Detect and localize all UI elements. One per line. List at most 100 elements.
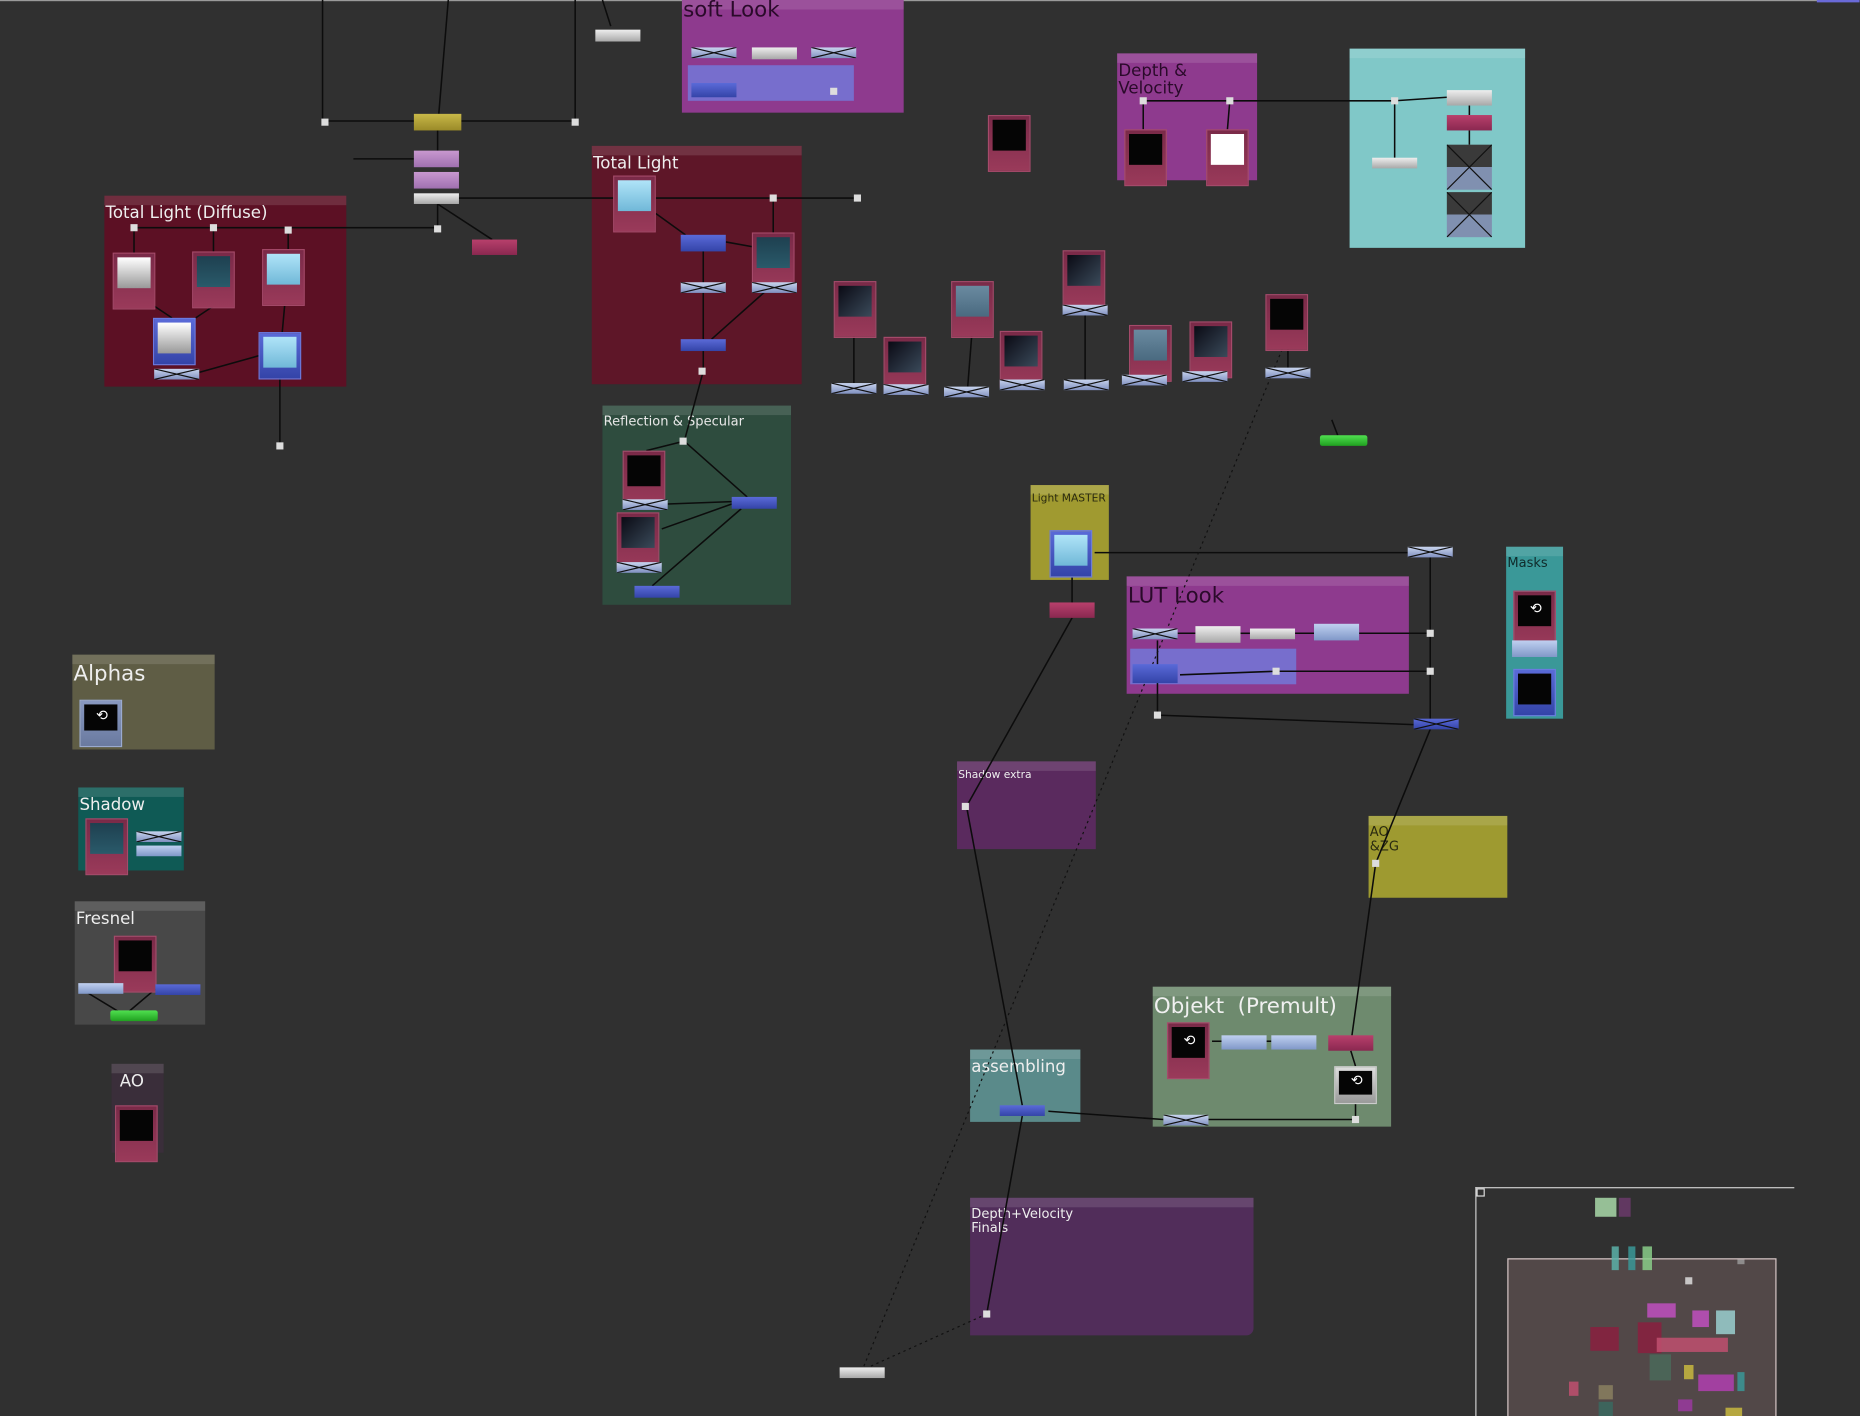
read-node[interactable]: [1189, 321, 1233, 379]
merge-node[interactable]: [811, 47, 857, 59]
dot-node[interactable]: [853, 194, 861, 202]
read-node[interactable]: [192, 251, 235, 309]
dot-node[interactable]: [1426, 667, 1434, 675]
dot-node[interactable]: [1153, 711, 1162, 719]
transform-node[interactable]: [1249, 628, 1296, 640]
merge-node[interactable]: [1062, 304, 1108, 316]
backdrop-cyan-group[interactable]: [1349, 48, 1526, 248]
dot-node[interactable]: [209, 224, 218, 232]
dot-node[interactable]: [769, 194, 777, 202]
read-node[interactable]: [112, 252, 156, 310]
read-node[interactable]: [1206, 129, 1249, 187]
merge-node[interactable]: [680, 282, 726, 293]
read-node[interactable]: [613, 175, 656, 233]
shuffle-node[interactable]: [1049, 602, 1095, 618]
shuffle-node[interactable]: [1328, 1035, 1374, 1051]
merge-node[interactable]: [1063, 379, 1109, 391]
dot-node[interactable]: [276, 442, 284, 450]
read-node[interactable]: [833, 281, 877, 338]
merge-node[interactable]: [1413, 718, 1459, 730]
merge-node[interactable]: [154, 368, 200, 380]
grade-node[interactable]: [731, 496, 777, 509]
dot-node[interactable]: [830, 87, 838, 95]
dot-node[interactable]: [284, 226, 292, 234]
transform-node[interactable]: [595, 29, 641, 42]
merge-node[interactable]: [1121, 374, 1167, 386]
grade-node[interactable]: [680, 234, 726, 252]
merge-node[interactable]: [1265, 367, 1311, 379]
transform-node[interactable]: [839, 1367, 885, 1379]
merge-node[interactable]: [1182, 371, 1228, 382]
grade-node[interactable]: [634, 585, 680, 598]
read-node[interactable]: [85, 818, 129, 876]
merge-node[interactable]: [944, 386, 990, 398]
read-node[interactable]: [1062, 250, 1106, 308]
read-node[interactable]: [1129, 324, 1172, 382]
read-node[interactable]: [258, 332, 302, 380]
read-node[interactable]: ⟲: [79, 699, 123, 748]
merge-node[interactable]: [622, 499, 668, 510]
merge-node[interactable]: [831, 383, 877, 394]
dot-node[interactable]: [1272, 667, 1280, 675]
dot-node[interactable]: [130, 224, 138, 232]
dot-node[interactable]: [1226, 97, 1234, 105]
read-node[interactable]: [616, 512, 660, 570]
transform-node[interactable]: [1446, 90, 1492, 106]
dot-node[interactable]: [961, 802, 969, 810]
filter-node[interactable]: [1512, 640, 1558, 658]
grade-node[interactable]: [691, 83, 737, 98]
read-node[interactable]: [999, 330, 1043, 388]
dot-node[interactable]: [571, 118, 579, 126]
merge-node[interactable]: [883, 384, 929, 395]
backdrop-depth-velocity-finals[interactable]: Depth+Velocity Finals: [970, 1197, 1254, 1336]
dot-node[interactable]: [1372, 859, 1380, 867]
dot-node[interactable]: [679, 437, 687, 445]
backdrop-shadow-extra[interactable]: Shadow extra: [957, 761, 1096, 850]
read-node[interactable]: [1265, 294, 1309, 352]
read-node[interactable]: [262, 249, 305, 306]
read-node[interactable]: [115, 1105, 158, 1163]
switch-node[interactable]: [413, 113, 462, 131]
transform-node[interactable]: [751, 47, 797, 60]
read-node[interactable]: [1124, 129, 1167, 187]
merge-node[interactable]: [136, 831, 182, 843]
merge-node[interactable]: [1132, 628, 1178, 640]
dot-node[interactable]: [1351, 1115, 1360, 1124]
filter-node[interactable]: [1271, 1035, 1317, 1050]
dot-node[interactable]: [698, 367, 706, 375]
disabled-node[interactable]: [1446, 144, 1492, 190]
grade-node[interactable]: [1132, 664, 1178, 684]
filter-node[interactable]: [78, 983, 124, 994]
read-node[interactable]: [1049, 530, 1093, 578]
transform-node[interactable]: [413, 193, 459, 204]
filter-node[interactable]: [1221, 1035, 1267, 1050]
color-node[interactable]: [413, 171, 459, 189]
read-node[interactable]: [622, 450, 666, 508]
merge-node[interactable]: [1407, 546, 1453, 558]
disabled-node[interactable]: [1446, 192, 1492, 238]
dot-node[interactable]: [1391, 97, 1399, 105]
read-node[interactable]: [987, 115, 1031, 172]
shuffle-node[interactable]: [472, 239, 518, 255]
transform-node[interactable]: [1195, 626, 1241, 643]
dot-node[interactable]: [983, 1310, 991, 1318]
read-node[interactable]: [951, 281, 994, 338]
merge-node[interactable]: [616, 562, 662, 573]
color-node[interactable]: [413, 150, 459, 168]
merge-node[interactable]: [691, 47, 737, 59]
shuffle-node[interactable]: [1446, 115, 1492, 131]
minimap-corner-handle[interactable]: [1476, 1188, 1485, 1197]
read-node[interactable]: ⟲: [1166, 1022, 1210, 1080]
merge-node[interactable]: [999, 379, 1045, 391]
backdrop-ao-zg[interactable]: AO &ZG: [1368, 815, 1508, 898]
filter-node[interactable]: [136, 845, 182, 857]
transform-node[interactable]: [1372, 157, 1418, 169]
merge-node[interactable]: [751, 282, 797, 293]
output-node[interactable]: [1319, 435, 1368, 446]
read-node[interactable]: [113, 935, 157, 993]
read-node[interactable]: ⟲: [1334, 1066, 1377, 1105]
read-node[interactable]: ⟲: [1513, 590, 1556, 648]
read-node[interactable]: [152, 317, 196, 366]
output-node[interactable]: [110, 1010, 158, 1022]
